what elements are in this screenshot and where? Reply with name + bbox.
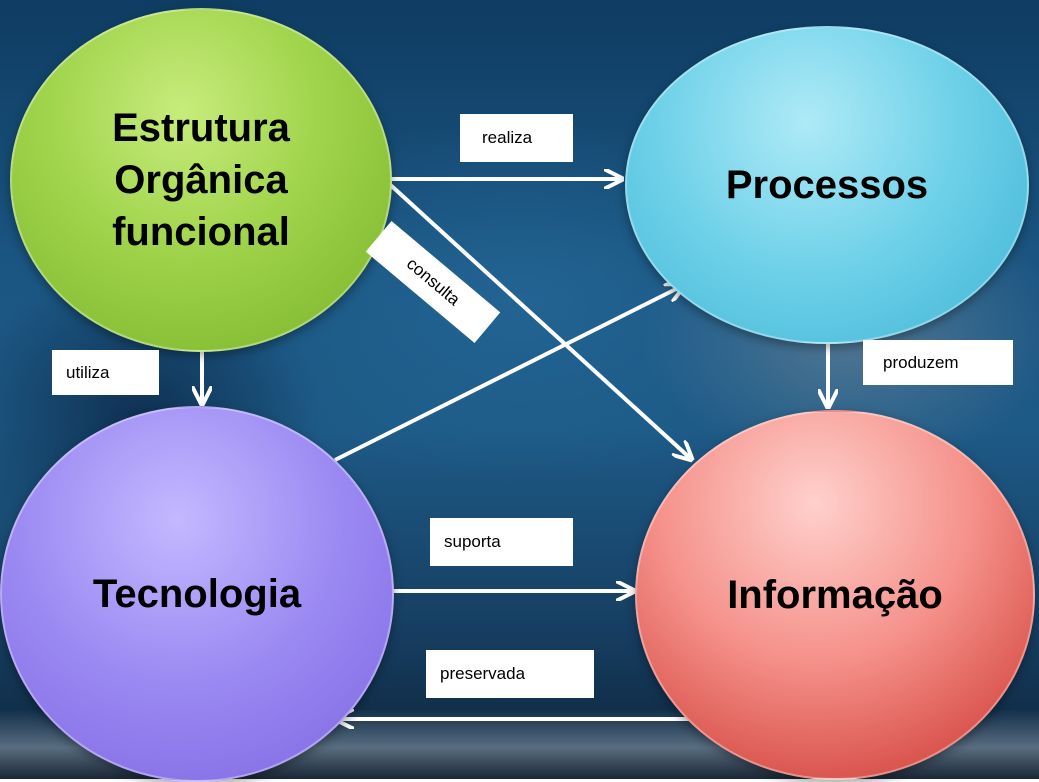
edge-label-suporta: suporta — [430, 518, 573, 566]
edge-label-utiliza: utiliza — [52, 350, 159, 395]
node-estrutura-line1: Estrutura — [112, 106, 290, 150]
edge-label-preservada: preservada — [426, 650, 594, 698]
node-processos: Processos — [625, 26, 1029, 344]
arrow-consulta — [383, 178, 690, 458]
node-processos-label: Processos — [725, 162, 929, 207]
edge-label-produzem: produzem — [863, 340, 1013, 385]
node-estrutura-line2: Orgânica — [114, 158, 288, 202]
node-informacao-label: Informação — [727, 572, 943, 617]
node-informacao: Informação — [635, 410, 1035, 780]
node-estrutura-organica: Estrutura Orgânica funcional — [10, 8, 392, 352]
node-tecnologia: Tecnologia — [0, 406, 394, 782]
edge-label-realiza: realiza — [460, 114, 573, 162]
node-tecnologia-label: Tecnologia — [92, 571, 302, 616]
node-estrutura-line3: funcional — [112, 210, 290, 254]
arrow-tecnologia-processos — [334, 286, 682, 462]
